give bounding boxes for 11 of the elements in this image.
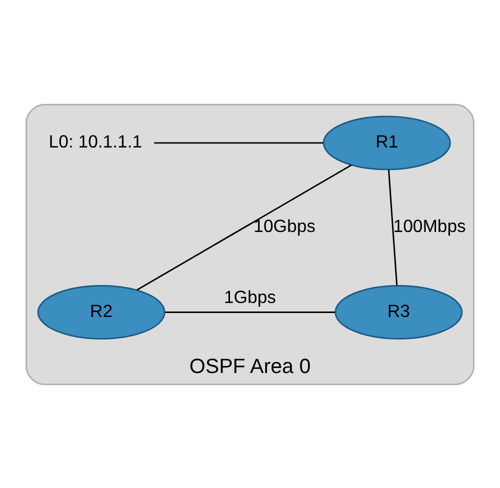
- node-ellipse: R3: [334, 284, 463, 339]
- node-text: L0: 10.1.1.1: [48, 131, 142, 151]
- edge-label: 10Gbps: [254, 216, 316, 236]
- connector: [154, 142, 324, 144]
- connector: [388, 169, 398, 285]
- node-ellipse: R1: [322, 115, 451, 170]
- connector: [136, 164, 352, 290]
- edge-label: 1Gbps: [224, 286, 276, 306]
- connector: [165, 310, 335, 312]
- node-ellipse: R2: [37, 284, 166, 339]
- edge-label: 100Mbps: [393, 216, 466, 236]
